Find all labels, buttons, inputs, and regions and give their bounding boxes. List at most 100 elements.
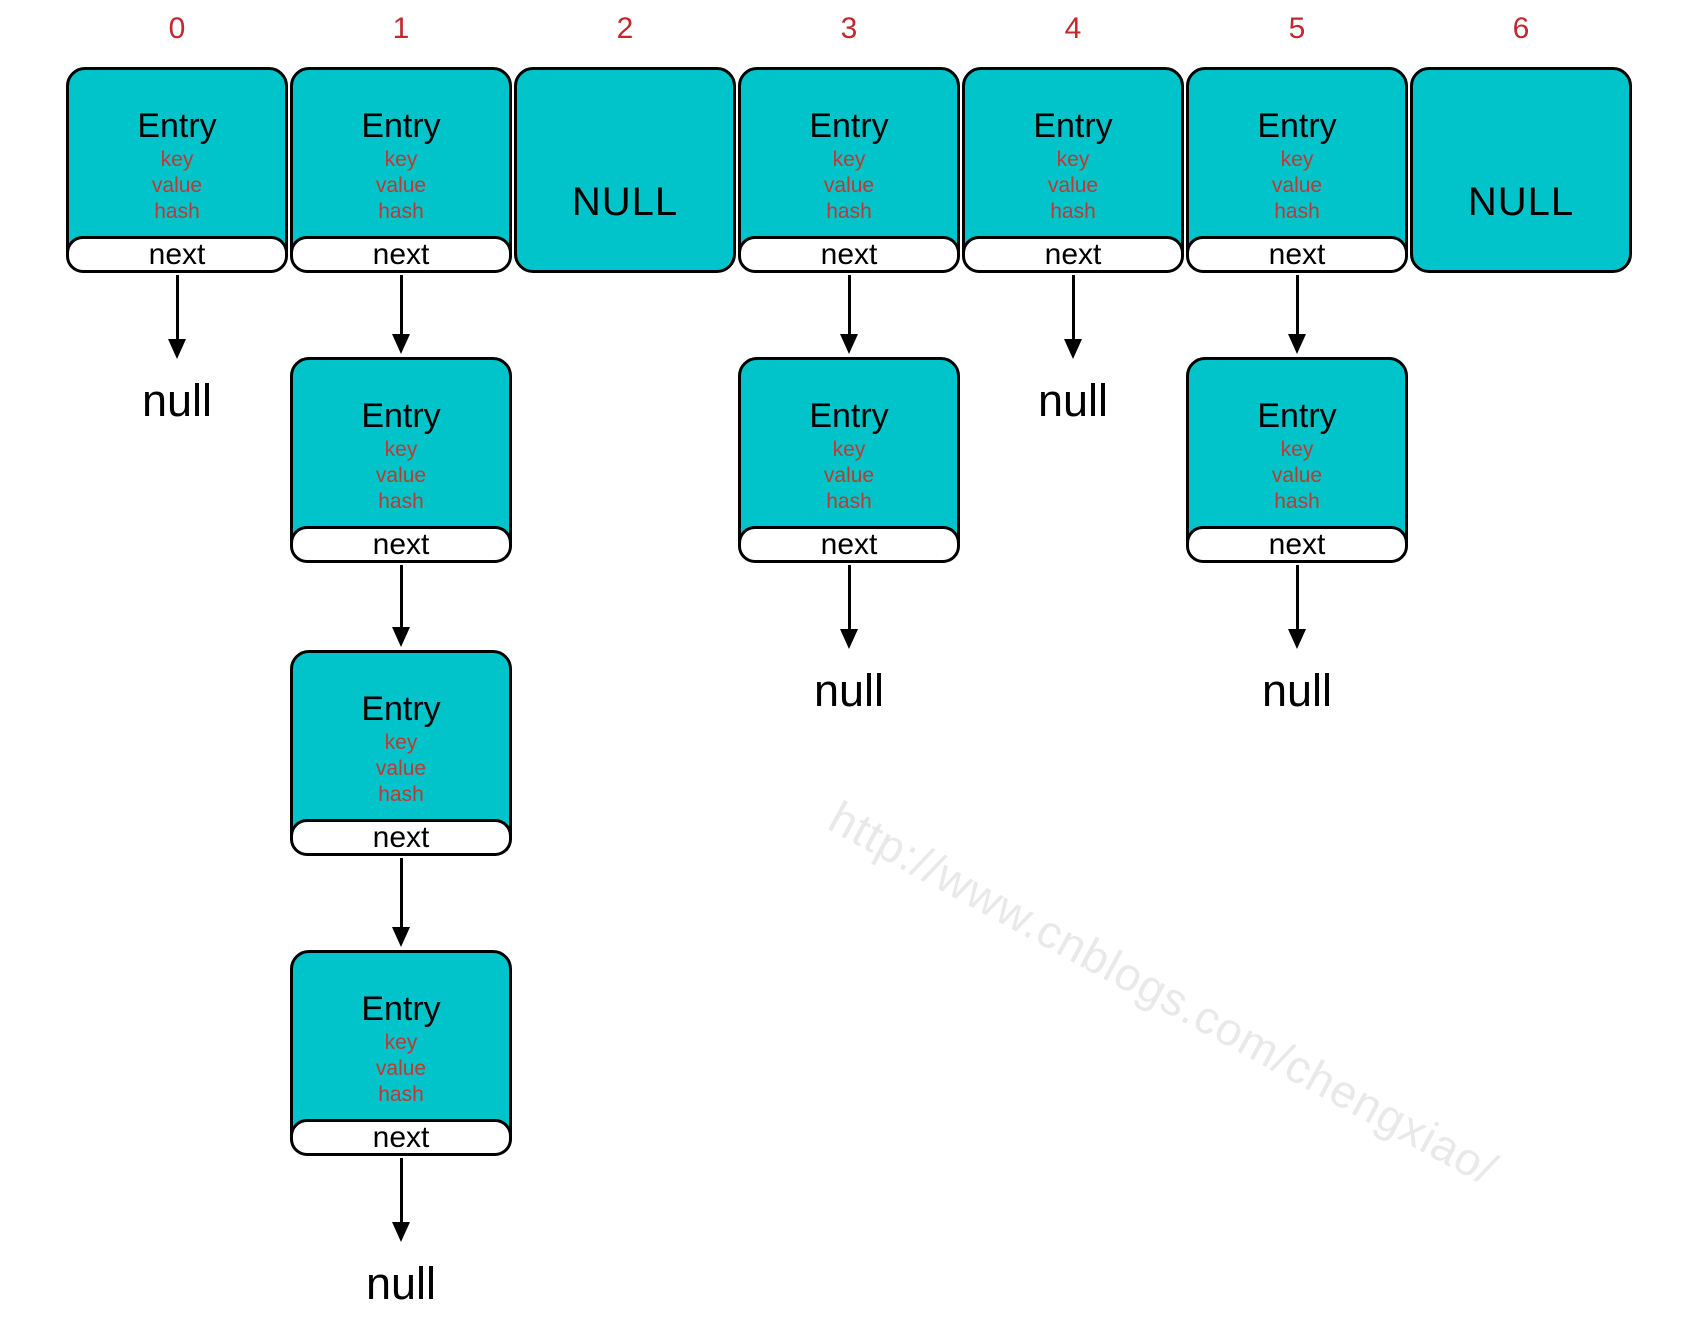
null-reference-text: null bbox=[813, 665, 885, 716]
entry-field-key: key bbox=[384, 437, 418, 461]
next-label: next bbox=[372, 1120, 430, 1154]
entry-field-key: key bbox=[384, 147, 418, 171]
bucket-index-6: 6 bbox=[1512, 12, 1530, 45]
bucket-index-4: 4 bbox=[1064, 12, 1082, 45]
null-link-line bbox=[175, 275, 179, 339]
next-label: next bbox=[148, 237, 206, 271]
next-link-arrowhead-icon bbox=[392, 334, 410, 354]
entry-field-key: key bbox=[832, 437, 866, 461]
entry-field-value: value bbox=[375, 756, 427, 780]
entry-title: Entry bbox=[1033, 107, 1113, 146]
entry-field-hash: hash bbox=[378, 489, 424, 513]
null-link-arrowhead-icon bbox=[392, 1222, 410, 1242]
entry-field-hash: hash bbox=[154, 199, 200, 223]
next-link-arrowhead-icon bbox=[392, 627, 410, 647]
bucket-index-0: 0 bbox=[168, 12, 186, 45]
null-link-line bbox=[399, 1158, 403, 1222]
next-label: next bbox=[820, 237, 878, 271]
entry-field-key: key bbox=[384, 1030, 418, 1054]
entry-field-hash: hash bbox=[378, 199, 424, 223]
entry-field-value: value bbox=[1271, 463, 1323, 487]
null-reference-text: null bbox=[365, 1258, 437, 1309]
next-pointer-slot: next bbox=[1186, 526, 1408, 563]
next-label: next bbox=[372, 237, 430, 271]
null-reference-text: null bbox=[141, 375, 213, 426]
next-pointer-slot: next bbox=[738, 236, 960, 273]
next-label: next bbox=[1268, 237, 1326, 271]
entry-title: Entry bbox=[1257, 107, 1337, 146]
null-link-arrowhead-icon bbox=[1288, 629, 1306, 649]
entry-field-value: value bbox=[151, 173, 203, 197]
entry-field-value: value bbox=[375, 173, 427, 197]
next-pointer-slot: next bbox=[738, 526, 960, 563]
null-link-line bbox=[847, 565, 851, 629]
entry-title: Entry bbox=[361, 690, 441, 729]
next-link-arrowhead-icon bbox=[840, 334, 858, 354]
entry-field-key: key bbox=[160, 147, 194, 171]
null-link-line bbox=[1295, 565, 1299, 629]
null-reference-text: null bbox=[1261, 665, 1333, 716]
entry-field-value: value bbox=[823, 463, 875, 487]
entry-field-key: key bbox=[832, 147, 866, 171]
entry-title: Entry bbox=[809, 107, 889, 146]
entry-field-key: key bbox=[1056, 147, 1090, 171]
bucket-index-3: 3 bbox=[840, 12, 858, 45]
watermark-text: http://www.cnblogs.com/chengxiao/ bbox=[820, 790, 1506, 1196]
entry-field-hash: hash bbox=[1274, 489, 1320, 513]
entry-field-key: key bbox=[1280, 147, 1314, 171]
bucket-index-2: 2 bbox=[616, 12, 634, 45]
next-label: next bbox=[372, 527, 430, 561]
entry-field-hash: hash bbox=[826, 489, 872, 513]
entry-title: Entry bbox=[361, 990, 441, 1029]
null-reference-text: null bbox=[1037, 375, 1109, 426]
null-bucket-label: NULL bbox=[1467, 179, 1575, 224]
next-link-line bbox=[847, 275, 851, 334]
entry-title: Entry bbox=[137, 107, 217, 146]
entry-field-value: value bbox=[375, 463, 427, 487]
next-pointer-slot: next bbox=[66, 236, 288, 273]
next-link-line bbox=[1295, 275, 1299, 334]
null-link-arrowhead-icon bbox=[168, 339, 186, 359]
next-label: next bbox=[1268, 527, 1326, 561]
next-link-line bbox=[399, 275, 403, 334]
entry-field-value: value bbox=[1271, 173, 1323, 197]
entry-field-hash: hash bbox=[826, 199, 872, 223]
entry-title: Entry bbox=[1257, 397, 1337, 436]
entry-field-value: value bbox=[823, 173, 875, 197]
next-label: next bbox=[1044, 237, 1102, 271]
bucket-index-1: 1 bbox=[392, 12, 410, 45]
next-link-arrowhead-icon bbox=[1288, 334, 1306, 354]
entry-field-key: key bbox=[1280, 437, 1314, 461]
next-link-line bbox=[399, 858, 403, 927]
entry-field-value: value bbox=[375, 1056, 427, 1080]
entry-field-value: value bbox=[1047, 173, 1099, 197]
entry-title: Entry bbox=[361, 397, 441, 436]
bucket-index-5: 5 bbox=[1288, 12, 1306, 45]
next-pointer-slot: next bbox=[290, 819, 512, 856]
null-link-arrowhead-icon bbox=[840, 629, 858, 649]
next-pointer-slot: next bbox=[290, 526, 512, 563]
next-pointer-slot: next bbox=[962, 236, 1184, 273]
next-link-arrowhead-icon bbox=[392, 927, 410, 947]
entry-field-hash: hash bbox=[1274, 199, 1320, 223]
next-link-line bbox=[399, 565, 403, 627]
null-bucket-node: NULL bbox=[514, 67, 736, 273]
null-bucket-node: NULL bbox=[1410, 67, 1632, 273]
